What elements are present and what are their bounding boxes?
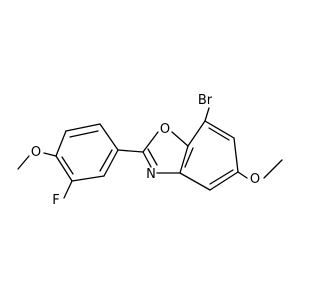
bromine-label: Br xyxy=(198,93,213,108)
bond xyxy=(43,152,57,157)
bond xyxy=(99,123,119,151)
bond xyxy=(142,151,152,168)
methoxy-oxygen-left-label: O xyxy=(31,145,41,160)
bond xyxy=(184,147,194,168)
bond xyxy=(63,180,73,199)
bond xyxy=(71,175,105,182)
bond xyxy=(117,149,144,153)
fluorine-label: F xyxy=(52,193,59,208)
ring-oxygen-label: O xyxy=(160,122,170,137)
bond xyxy=(209,171,239,191)
bond xyxy=(55,155,73,182)
ring-nitrogen-label: N xyxy=(146,167,156,182)
bond xyxy=(179,145,189,174)
bond xyxy=(69,130,99,138)
bond xyxy=(187,120,206,147)
bond xyxy=(204,120,235,139)
bond xyxy=(103,149,119,177)
bond xyxy=(237,171,248,179)
bond xyxy=(142,131,159,153)
bond xyxy=(263,159,283,179)
bond xyxy=(55,130,67,157)
bond xyxy=(208,127,230,141)
bond xyxy=(233,137,239,173)
molecule-diagram: Br O N O O F xyxy=(17,93,283,208)
bond xyxy=(209,169,234,185)
methoxy-oxygen-right-label: O xyxy=(250,172,260,187)
bond xyxy=(204,107,210,122)
bond xyxy=(171,131,189,147)
bond xyxy=(147,148,158,166)
bond xyxy=(61,156,74,175)
bond xyxy=(17,155,30,170)
bond xyxy=(99,149,113,172)
phenyl-ring xyxy=(55,123,119,182)
benzo-ring xyxy=(179,120,239,191)
structure-canvas: Br O N O O F xyxy=(17,93,283,208)
bond xyxy=(179,172,211,191)
oxazole-ring xyxy=(142,131,189,174)
bond xyxy=(65,123,101,132)
